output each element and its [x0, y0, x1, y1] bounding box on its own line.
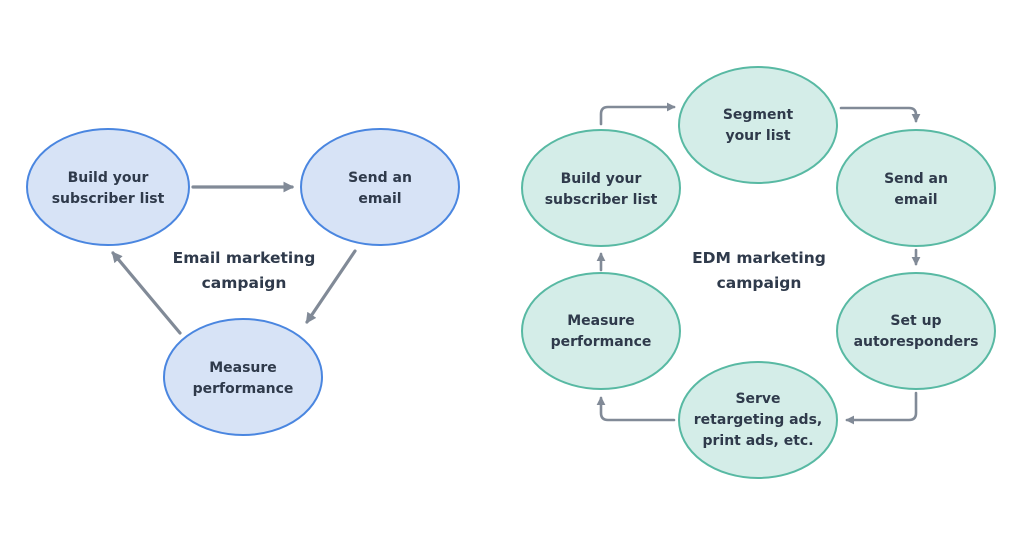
node-label-line: email: [894, 192, 937, 208]
arrow-send-to-measure: [305, 249, 357, 324]
node-label-line: your list: [725, 128, 790, 144]
node-label-line: Serve: [735, 391, 780, 407]
node-measure-performance: Measure performance: [163, 318, 323, 436]
email-marketing-diagram: Build your subscriber list Send an email…: [26, 128, 460, 436]
node-serve-ads: Serve retargeting ads, print ads, etc.: [678, 361, 838, 479]
node-label-line: Measure: [209, 360, 277, 376]
node-send-email: Send an email: [836, 129, 996, 247]
node-set-up-autoresponders: Set up autoresponders: [836, 272, 996, 390]
arrow-serve-to-measure: [596, 396, 676, 422]
diagram-title-line: EDM marketing: [692, 249, 826, 267]
node-label-line: Set up: [890, 313, 941, 329]
diagram-title-line: campaign: [717, 274, 802, 292]
arrow-segment-to-send: [839, 106, 921, 123]
node-measure-performance: Measure performance: [521, 272, 681, 390]
node-label-line: Measure: [567, 313, 635, 329]
node-build-subscriber-list: Build your subscriber list: [26, 128, 190, 246]
arrow-measure-to-build: [111, 251, 182, 335]
arrow-autoresponders-to-serve: [845, 391, 918, 425]
node-label-line: performance: [193, 381, 294, 397]
edm-marketing-diagram: Build your subscriber list Segment your …: [521, 66, 996, 479]
node-label-line: Send an: [884, 171, 948, 187]
node-label-line: Segment: [723, 107, 794, 123]
node-label-line: subscriber list: [52, 191, 165, 207]
node-build-subscriber-list: Build your subscriber list: [521, 129, 681, 247]
diagram-title-line: campaign: [202, 274, 287, 292]
node-label-line: Send an: [348, 170, 412, 186]
node-label-line: Build your: [68, 170, 149, 186]
arrow-build-to-segment: [599, 102, 676, 126]
node-label-line: performance: [551, 334, 652, 350]
node-segment-list: Segment your list: [678, 66, 838, 184]
node-label-line: autoresponders: [854, 334, 979, 350]
node-label-line: subscriber list: [545, 192, 658, 208]
node-label-line: email: [358, 191, 401, 207]
node-label-line: Build your: [561, 171, 642, 187]
node-label-line: retargeting ads,: [694, 412, 822, 428]
node-send-email: Send an email: [300, 128, 460, 246]
diagram-title-line: Email marketing: [173, 249, 316, 267]
node-label-line: print ads, etc.: [702, 433, 813, 449]
